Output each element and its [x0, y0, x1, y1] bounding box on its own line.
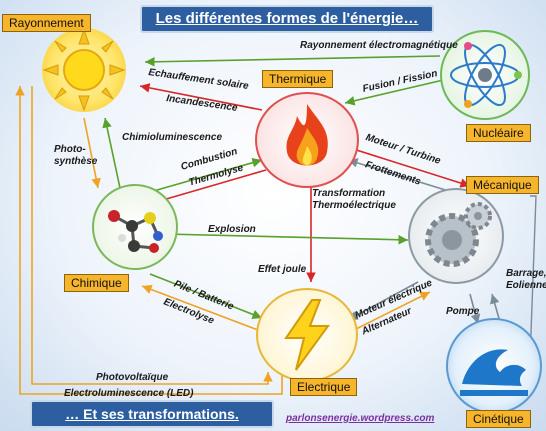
label-barrage: Barrage,: [506, 268, 546, 279]
atom-icon: [440, 30, 530, 120]
arrow-nucleaire-rayonnement: [144, 55, 441, 67]
label-photosynthese-1: Photo-: [54, 144, 86, 155]
label-electroluminescence: Electroluminescence (LED): [64, 388, 194, 399]
node-electrique: Electrique: [290, 378, 358, 396]
node-chimique: Chimique: [64, 274, 129, 292]
node-nucleaire: Nucléaire: [466, 124, 531, 142]
label-eolienne: Eolienne: [506, 280, 546, 291]
sun-icon: [42, 28, 126, 112]
lightning-icon: [256, 288, 358, 382]
arrow-rayonnement-chimique: [83, 117, 101, 189]
arrow-nucleaire-thermique: [344, 77, 453, 106]
gears-icon: [408, 188, 504, 284]
label-transformation-1: Transformation: [312, 188, 386, 199]
label-effet-joule: Effet joule: [258, 264, 307, 275]
label-rayonnement-electromagnetique: Rayonnement électromagnétique: [300, 40, 458, 51]
arrow-chimique-rayonnement: [102, 117, 121, 189]
arrow-chimique-mecanique: [163, 233, 409, 245]
arrow-chimique-electrique: [149, 273, 263, 319]
website-link[interactable]: parlonsenergie.wordpress.com: [286, 413, 435, 424]
arrow-thermique-rayonnement: [139, 83, 263, 111]
molecule-icon: [92, 184, 178, 270]
arrow-electrique-chimique: [141, 284, 259, 331]
label-transformation-2: Thermoélectrique: [312, 200, 396, 211]
page-title: Les différentes formes de l'énergie…: [140, 5, 434, 33]
node-cinetique: Cinétique: [466, 410, 531, 428]
flame-icon: [255, 92, 359, 188]
node-mecanique: Mécanique: [466, 176, 539, 194]
arrow-chimique-thermique: [149, 158, 263, 193]
label-explosion: Explosion: [208, 224, 256, 235]
arrow-cinetique-mecanique: [490, 293, 501, 323]
label-photosynthese-2: synthèse: [54, 156, 98, 167]
arrow-thermique-mecanique: [349, 147, 471, 188]
page-subtitle: … Et ses transformations.: [30, 400, 274, 428]
wave-icon: [446, 318, 542, 414]
arrow-barrage-side: [529, 195, 537, 361]
label-photovoltaique: Photovoltaïque: [96, 372, 169, 383]
arrow-electrique-mecanique: [353, 291, 431, 331]
node-thermique: Thermique: [262, 70, 334, 88]
arrow-thermique-chimique: [155, 169, 267, 204]
arrow-mecanique-electrique: [347, 281, 419, 321]
label-pompe: Pompe: [446, 306, 480, 317]
arrow-mecanique-cinetique: [469, 293, 481, 325]
label-chimioluminescence: Chimioluminescence: [122, 132, 223, 143]
arrow-rayonnement-electrique: [31, 86, 273, 385]
node-rayonnement: Rayonnement: [2, 14, 91, 32]
